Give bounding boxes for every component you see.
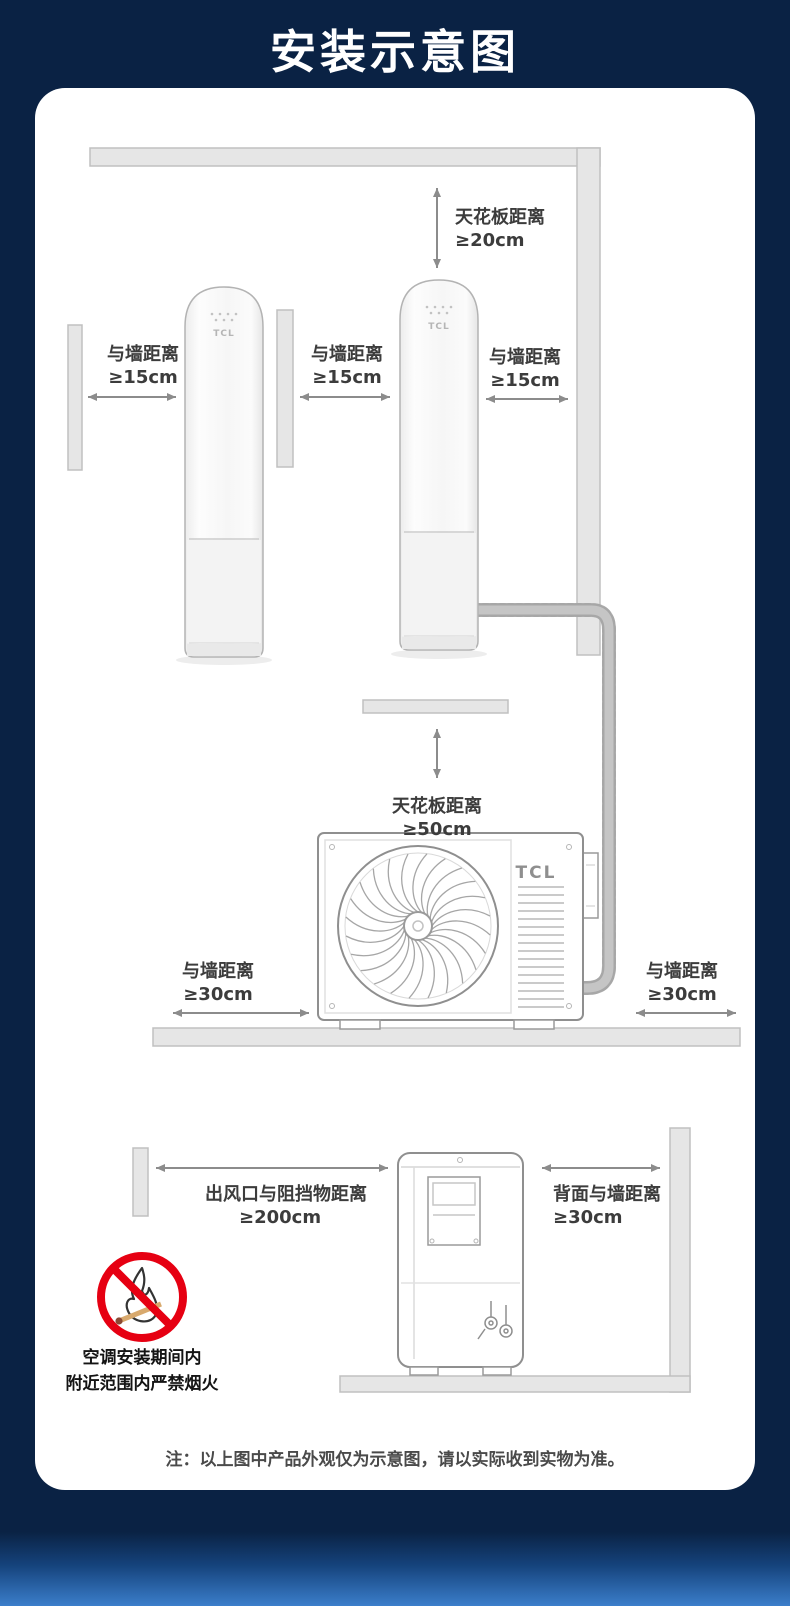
back-view-foot <box>409 1366 439 1376</box>
pipe-cover <box>582 852 599 919</box>
label-text: 与墙距离 <box>646 961 718 982</box>
label-text: 与墙距离 <box>107 344 179 365</box>
outdoor-foot <box>513 1019 555 1030</box>
label-back-wall: 背面与墙距离 ≥30cm <box>553 1183 661 1229</box>
no-fire-icon <box>97 1252 187 1342</box>
label-text: 出风口与阻挡物距离 <box>205 1184 367 1205</box>
indoor-unit-2 <box>399 279 479 651</box>
label-wall-left-indoor: 与墙距离 ≥15cm <box>93 343 193 389</box>
indoor-unit-1-brand: TCL <box>213 329 234 339</box>
outdoor-unit-brand: TCL <box>516 863 557 883</box>
label-value: ≥15cm <box>312 367 382 388</box>
label-wall-right-outdoor: 与墙距离 ≥30cm <box>632 960 732 1006</box>
ceiling-outdoor <box>362 699 509 714</box>
label-ceiling-outdoor: 天花板距离 ≥50cm <box>381 795 493 841</box>
label-text: 与墙距离 <box>489 347 561 368</box>
valve-cover <box>427 1176 481 1246</box>
wall-left-small <box>67 324 83 471</box>
label-text: 与墙距离 <box>311 344 383 365</box>
wall-bottom-right <box>669 1127 691 1393</box>
label-wall-left-outdoor: 与墙距离 ≥30cm <box>168 960 268 1006</box>
corner-screws <box>329 844 572 1009</box>
installation-diagram: TCL TCL <box>67 147 741 1393</box>
measure-arrows <box>88 188 736 1172</box>
indoor-unit-1 <box>184 286 264 658</box>
floor-bottom <box>339 1375 691 1393</box>
outdoor-grille <box>518 886 564 1008</box>
warning-line: 附近范围内严禁烟火 <box>65 1374 219 1394</box>
bottom-gradient-band <box>0 1532 790 1606</box>
page-title: 安装示意图 <box>270 25 520 79</box>
label-text: 背面与墙距离 <box>553 1184 661 1205</box>
wall-bottom-left <box>132 1147 149 1217</box>
wall-mid-small <box>276 309 294 468</box>
back-view-foot <box>482 1366 512 1376</box>
label-value: ≥15cm <box>108 367 178 388</box>
outdoor-unit-back-view <box>397 1152 524 1376</box>
label-value: ≥30cm <box>553 1207 623 1228</box>
label-wall-right-indoor: 与墙距离 ≥15cm <box>475 346 575 392</box>
label-wall-mid-indoor: 与墙距离 ≥15cm <box>297 343 397 389</box>
label-value: ≥15cm <box>490 370 560 391</box>
label-value: ≥20cm <box>455 230 525 251</box>
walls <box>67 147 741 1393</box>
label-value: ≥30cm <box>183 984 253 1005</box>
service-valves <box>477 1301 513 1340</box>
label-ceiling-indoor: 天花板距离 ≥20cm <box>455 206 545 252</box>
warning-line: 空调安装期间内 <box>82 1348 202 1368</box>
label-outlet-clearance: 出风口与阻挡物距离 ≥200cm <box>205 1183 367 1229</box>
label-text: 天花板距离 <box>392 796 482 817</box>
outdoor-unit <box>317 832 599 1030</box>
ceiling-top <box>89 147 601 167</box>
diagram-card: TCL TCL <box>35 88 755 1490</box>
label-text: 天花板距离 <box>455 207 545 228</box>
prohibition-slash <box>110 1265 174 1329</box>
indoor-unit-2-brand: TCL <box>428 322 449 332</box>
label-value: ≥200cm <box>239 1207 322 1228</box>
diagram-note: 注：以上图中产品外观仅为示意图，请以实际收到实物为准。 <box>165 1450 625 1470</box>
refrigerant-pipe <box>460 603 616 995</box>
wall-right-top <box>576 147 601 656</box>
label-value: ≥50cm <box>402 819 472 840</box>
label-value: ≥30cm <box>647 984 717 1005</box>
floor-outdoor <box>152 1027 741 1047</box>
outdoor-foot <box>339 1019 381 1030</box>
fire-warning-text: 空调安装期间内 附近范围内严禁烟火 <box>52 1345 232 1397</box>
label-text: 与墙距离 <box>182 961 254 982</box>
